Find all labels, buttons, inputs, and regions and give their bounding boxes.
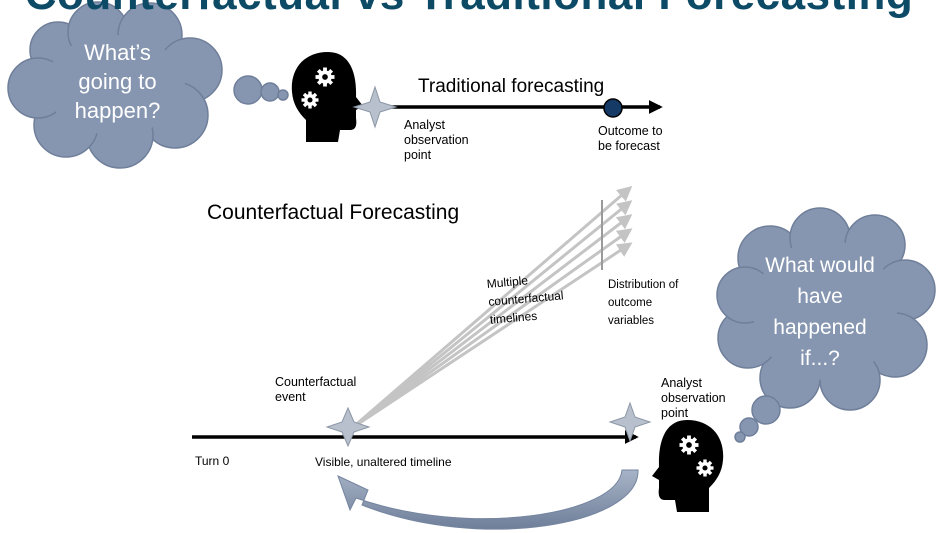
head-with-gears-icon: [291, 52, 363, 142]
thought-cloud-text-bottom: What would have happened if...?: [765, 254, 875, 370]
star-icon: [325, 406, 371, 448]
traditional-forecasting-label: Traditional forecasting: [418, 76, 605, 97]
multiple-timelines-label: Multiple counterfactual timelines: [486, 273, 565, 327]
page-title: Counterfactual vs Traditional Forecastin…: [0, 0, 938, 20]
analyst-observation-point-label-bottom: Analyst observation point: [661, 376, 726, 420]
thought-cloud-text-top: What’s going to happen?: [74, 40, 161, 123]
star-icon: [608, 401, 652, 443]
distribution-label: Distribution of outcome variables: [608, 279, 679, 327]
thought-cloud-icon: [716, 207, 936, 443]
analyst-observation-point-label-top: Analyst observation point: [404, 118, 469, 162]
outcome-label: Outcome to be forecast: [598, 124, 663, 153]
turn-0-label: Turn 0: [195, 454, 230, 468]
counterfactual-timelines-arrows: [351, 186, 633, 430]
curved-return-arrow: [337, 469, 639, 530]
head-with-gears-icon: [652, 420, 724, 512]
counterfactual-forecasting-label: Counterfactual Forecasting: [207, 201, 460, 224]
star-icon: [352, 85, 398, 129]
outcome-point: [603, 98, 623, 118]
thought-cloud-icon: [7, 1, 289, 169]
visible-timeline-label: Visible, unaltered timeline: [315, 455, 452, 469]
counterfactual-event-label: Counterfactual event: [275, 375, 357, 404]
